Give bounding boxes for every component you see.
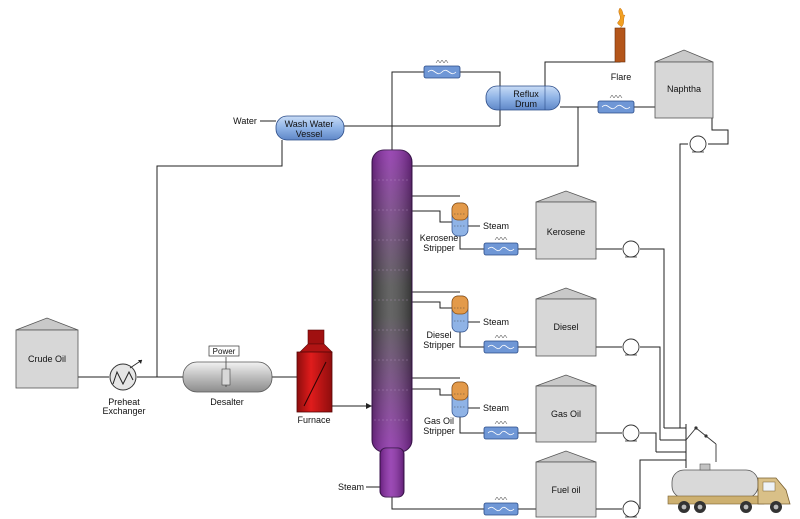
fuel-oil-label: Fuel oil <box>551 485 580 495</box>
fuel-oil-cooler <box>483 496 519 516</box>
diesel-stripper: Steam Diesel Stripper <box>423 295 509 350</box>
reflux-drum-label-1: Reflux <box>513 89 539 99</box>
overhead-cooler <box>423 59 461 79</box>
preheat-exchanger: Preheat Exchanger <box>102 359 146 416</box>
diesel-stripper-label-2: Stripper <box>423 340 455 350</box>
kerosene-pump <box>622 240 640 258</box>
gas-oil-steam-label: Steam <box>483 403 509 413</box>
naphtha-cooler <box>597 94 635 114</box>
water-label: Water <box>233 116 257 126</box>
loading-arm <box>685 426 717 462</box>
diesel-cooler <box>483 334 519 354</box>
kerosene-tank: Kerosene <box>535 190 597 260</box>
diesel-pump <box>622 338 640 356</box>
diesel-steam-label: Steam <box>483 317 509 327</box>
power-box <box>208 345 240 357</box>
kerosene-stripper-label-2: Stripper <box>423 243 455 253</box>
kerosene-stripper-label-1: Kerosene <box>420 233 459 243</box>
naphtha-pump <box>689 135 707 153</box>
gas-oil-stripper: Steam Gas Oil Stripper <box>423 381 509 436</box>
diesel-label: Diesel <box>553 322 578 332</box>
furnace: Furnace <box>296 329 333 425</box>
column-steam-label: Steam <box>338 482 364 492</box>
preheat-exchanger-label-1: Preheat <box>108 397 140 407</box>
fuel-oil-pump <box>622 500 640 518</box>
gas-oil-stripper-label-2: Stripper <box>423 426 455 436</box>
diesel-tank: Diesel <box>535 287 597 357</box>
desalter: Power Desalter <box>182 345 273 407</box>
furnace-label: Furnace <box>297 415 330 425</box>
pumps <box>622 135 707 518</box>
gas-oil-stripper-label-1: Gas Oil <box>424 416 454 426</box>
kerosene-label: Kerosene <box>547 227 586 237</box>
kerosene-cooler <box>483 236 519 256</box>
gas-oil-cooler <box>483 420 519 440</box>
pipe-network <box>78 58 729 510</box>
wash-water-label-2: Vessel <box>296 129 323 139</box>
fuel-oil-tank: Fuel oil <box>535 450 597 518</box>
naphtha-label: Naphtha <box>667 84 701 94</box>
wash-water-label-1: Wash Water <box>285 119 334 129</box>
gas-oil-label: Gas Oil <box>551 409 581 419</box>
flare-stack: Flare <box>611 7 632 82</box>
crude-oil-tank: Crude Oil <box>15 317 79 389</box>
wash-water-vessel: Water Wash Water Vessel <box>233 115 345 141</box>
crude-oil-label: Crude Oil <box>28 354 66 364</box>
tanker-truck <box>667 463 791 513</box>
reflux-drum: Reflux Drum <box>485 85 561 111</box>
power-label: Power <box>213 347 236 356</box>
kerosene-stripper: Steam Kerosene Stripper <box>420 202 509 253</box>
gas-oil-pump <box>622 424 640 442</box>
preheat-exchanger-label-2: Exchanger <box>102 406 145 416</box>
flare-label: Flare <box>611 72 632 82</box>
gas-oil-tank: Gas Oil <box>535 374 597 443</box>
desalter-label: Desalter <box>210 397 244 407</box>
distillation-column: Steam <box>338 149 413 498</box>
naphtha-tank: Naphtha <box>654 49 714 119</box>
kerosene-steam-label: Steam <box>483 221 509 231</box>
diesel-stripper-label-1: Diesel <box>426 330 451 340</box>
reflux-drum-label-2: Drum <box>515 99 537 109</box>
product-coolers <box>483 236 519 516</box>
